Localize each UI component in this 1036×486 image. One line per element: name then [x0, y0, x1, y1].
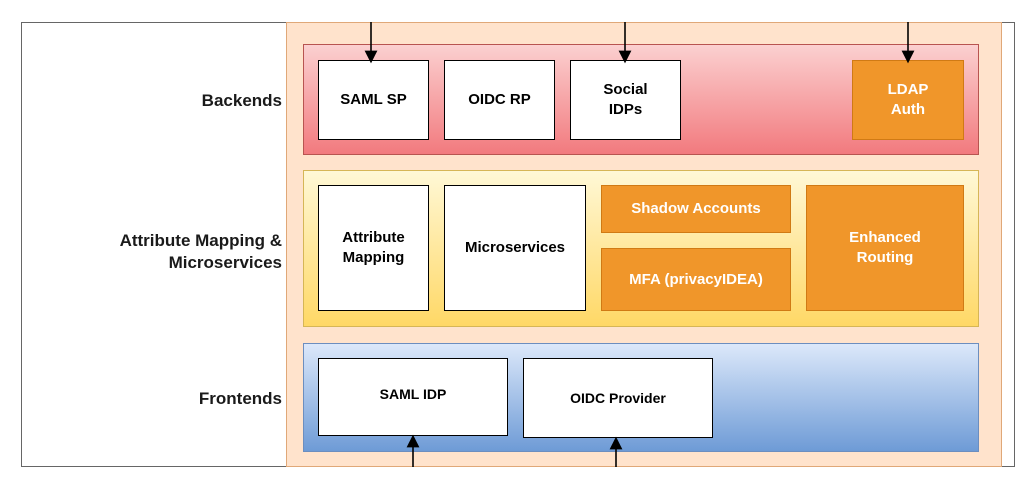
row-label-attribute-mapping-line2: Microservices: [168, 253, 282, 272]
oidc-provider-box: OIDC Provider: [523, 358, 713, 438]
row-label-frontends-text: Frontends: [198, 389, 282, 408]
attribute-mapping-label-line1: Attribute: [342, 229, 405, 246]
ldap-auth-box: LDAP Auth: [852, 60, 964, 140]
mfa-box: MFA (privacyIDEA): [601, 248, 791, 311]
microservices-box: Microservices: [444, 185, 586, 311]
enhanced-routing-label-line1: Enhanced: [849, 229, 921, 246]
attribute-mapping-label-line2: Mapping: [342, 249, 405, 266]
row-label-frontends: Frontends: [199, 388, 282, 410]
social-idps-label-line2: IDPs: [608, 101, 643, 118]
attribute-mapping-box: Attribute Mapping: [318, 185, 429, 311]
saml-sp-box: SAML SP: [318, 60, 429, 140]
saml-idp-label: SAML IDP: [379, 386, 447, 402]
row-label-attribute-mapping: Attribute Mapping & Microservices: [120, 230, 282, 274]
row-label-backends-text: Backends: [201, 91, 282, 110]
saml-sp-label: SAML SP: [340, 91, 407, 108]
row-label-backends: Backends: [202, 90, 282, 112]
mfa-label: MFA (privacyIDEA): [629, 270, 763, 288]
social-idps-label-line1: Social: [603, 81, 648, 98]
enhanced-routing-box: Enhanced Routing: [806, 185, 964, 311]
row-label-attribute-mapping-line1: Attribute Mapping &: [119, 231, 282, 250]
shadow-accounts-label: Shadow Accounts: [631, 200, 761, 217]
oidc-rp-box: OIDC RP: [444, 60, 555, 140]
social-idps-box: Social IDPs: [570, 60, 681, 140]
microservices-label: Microservices: [464, 239, 566, 256]
oidc-rp-label: OIDC RP: [468, 91, 531, 108]
enhanced-routing-label-line2: Routing: [856, 249, 914, 266]
saml-idp-box: SAML IDP: [318, 358, 508, 436]
ldap-auth-label-line1: LDAP: [887, 81, 929, 98]
ldap-auth-label-line2: Auth: [890, 101, 926, 118]
oidc-provider-label: OIDC Provider: [570, 390, 666, 406]
shadow-accounts-box: Shadow Accounts: [601, 185, 791, 233]
